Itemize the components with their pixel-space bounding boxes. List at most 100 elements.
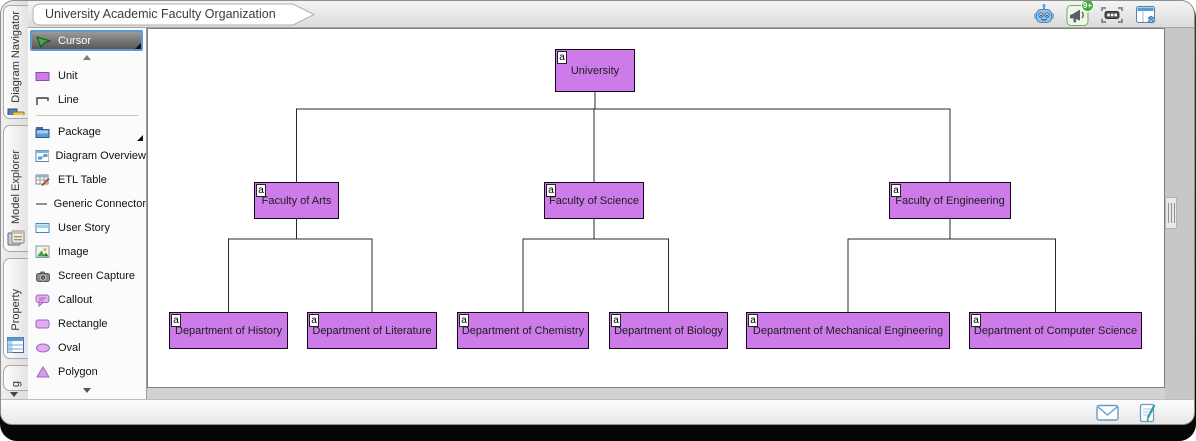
palette-item-rectangle[interactable]: Rectangle xyxy=(28,312,146,336)
node-auxiliary-badge: a xyxy=(546,184,556,197)
palette-item-unit[interactable]: Unit xyxy=(28,64,146,88)
connector-university-arts[interactable] xyxy=(296,92,596,182)
scroll-down-arrow-icon xyxy=(83,387,91,393)
storyboard-icon xyxy=(1101,7,1123,23)
polygon-icon xyxy=(36,366,50,378)
panel-layout-icon xyxy=(1135,6,1155,24)
palette-item-diagram-overview[interactable]: Diagram Overview xyxy=(28,144,146,168)
node-label: Department of Computer Science xyxy=(973,324,1138,337)
submenu-corner-indicator xyxy=(137,135,143,141)
palette-item-package[interactable]: Package xyxy=(28,120,146,144)
panel-splitter-handle[interactable] xyxy=(1165,197,1177,229)
palette-item-label: Polygon xyxy=(58,366,98,378)
node-auxiliary-badge: a xyxy=(748,314,758,327)
node-label: University xyxy=(570,64,620,77)
palette-item-cursor[interactable]: Cursor xyxy=(30,30,143,51)
node-auxiliary-badge: a xyxy=(459,314,469,327)
palette-item-label: Diagram Overview xyxy=(55,150,146,162)
storyboard-button[interactable] xyxy=(1099,3,1124,27)
node-auxiliary-badge: a xyxy=(309,314,319,327)
palette-item-label: Unit xyxy=(58,70,78,82)
diagram-title-tab-shape xyxy=(32,3,316,26)
palette-item-screen-capture[interactable]: Screen Capture xyxy=(28,264,146,288)
palette-item-oval[interactable]: Oval xyxy=(28,336,146,360)
node-auxiliary-badge: a xyxy=(171,314,181,327)
sidetab-partial-label: g xyxy=(10,380,22,387)
palette-item-label: Package xyxy=(58,126,101,138)
document-pencil-icon xyxy=(1139,403,1156,422)
ai-assistant-button[interactable] xyxy=(1031,3,1056,27)
feedback-mail-button[interactable] xyxy=(1096,403,1120,423)
palette-item-label: Line xyxy=(58,94,79,106)
diagram-overview-icon xyxy=(35,150,49,162)
node-auxiliary-badge: a xyxy=(256,184,266,197)
palette-item-label: Generic Connector xyxy=(53,198,146,210)
sidetab-property[interactable]: Property xyxy=(3,258,28,359)
announcements-count-badge: 9+ xyxy=(1080,1,1094,12)
palette-item-image[interactable]: Image xyxy=(28,240,146,264)
sidetab-model-explorer-label: Model Explorer xyxy=(10,150,22,224)
diagram-title-tab[interactable]: University Academic Faculty Organization xyxy=(31,3,319,26)
connector-science-biology[interactable] xyxy=(593,219,669,312)
announcements-button[interactable]: 9+ xyxy=(1065,1,1094,27)
palette-item-callout[interactable]: Callout xyxy=(28,288,146,312)
package-icon xyxy=(35,127,50,138)
palette-item-label: Rectangle xyxy=(58,318,108,330)
generic-connector-icon xyxy=(36,203,47,205)
node-label: Department of Biology xyxy=(614,324,723,337)
palette-item-etl-table[interactable]: ETL Table xyxy=(28,168,146,192)
connector-arts-literature[interactable] xyxy=(296,219,373,312)
panel-layout-button[interactable] xyxy=(1133,3,1158,27)
status-bar xyxy=(1,399,1194,424)
connector-engineering-mechanical[interactable] xyxy=(847,219,951,312)
node-label: Department of Literature xyxy=(312,324,432,337)
palette-item-polygon[interactable]: Polygon xyxy=(28,360,146,384)
connector-engineering-computer[interactable] xyxy=(949,219,1056,312)
palette-item-line[interactable]: Line xyxy=(28,88,146,112)
tool-palette: Cursor Unit Line xyxy=(28,28,147,399)
notes-log-button[interactable] xyxy=(1136,403,1160,423)
node-auxiliary-badge: a xyxy=(557,51,567,64)
palette-scroll-up[interactable] xyxy=(28,51,146,64)
sidetab-model-explorer[interactable]: Model Explorer xyxy=(3,125,28,252)
rectangle-icon xyxy=(35,319,50,329)
palette-item-generic-connector[interactable]: Generic Connector xyxy=(28,192,146,216)
node-label: Department of Chemistry xyxy=(461,324,585,337)
palette-item-label: Image xyxy=(58,246,89,258)
node-label: Department of Mechanical Engineering xyxy=(752,324,944,337)
diagram-title: University Academic Faculty Organization xyxy=(45,7,276,21)
node-label: Faculty of Science xyxy=(549,194,639,207)
node-label: Faculty of Engineering xyxy=(895,194,1005,207)
property-icon xyxy=(7,337,24,353)
etl-table-icon xyxy=(35,174,50,187)
app-window: University Academic Faculty Organization xyxy=(0,0,1195,425)
palette-item-label: User Story xyxy=(58,222,110,234)
palette-scroll-down[interactable] xyxy=(28,384,146,396)
sidetab-partial[interactable]: g xyxy=(3,365,28,391)
scroll-up-arrow-icon xyxy=(83,55,91,60)
cursor-icon xyxy=(36,35,52,48)
palette-item-user-story[interactable]: User Story xyxy=(28,216,146,240)
connector-science-chemistry[interactable] xyxy=(522,219,595,312)
sidetab-diagram-navigator[interactable]: Diagram Navigator xyxy=(3,5,28,119)
connector-arts-history[interactable] xyxy=(228,219,297,312)
callout-icon xyxy=(35,294,50,308)
node-auxiliary-badge: a xyxy=(611,314,621,327)
connector-university-engineering[interactable] xyxy=(594,92,951,182)
palette-item-label: Screen Capture xyxy=(58,270,136,282)
sidetabs-overflow-arrow[interactable] xyxy=(10,392,18,397)
palette-item-label: Callout xyxy=(58,294,93,306)
palette-item-label: ETL Table xyxy=(58,174,107,186)
